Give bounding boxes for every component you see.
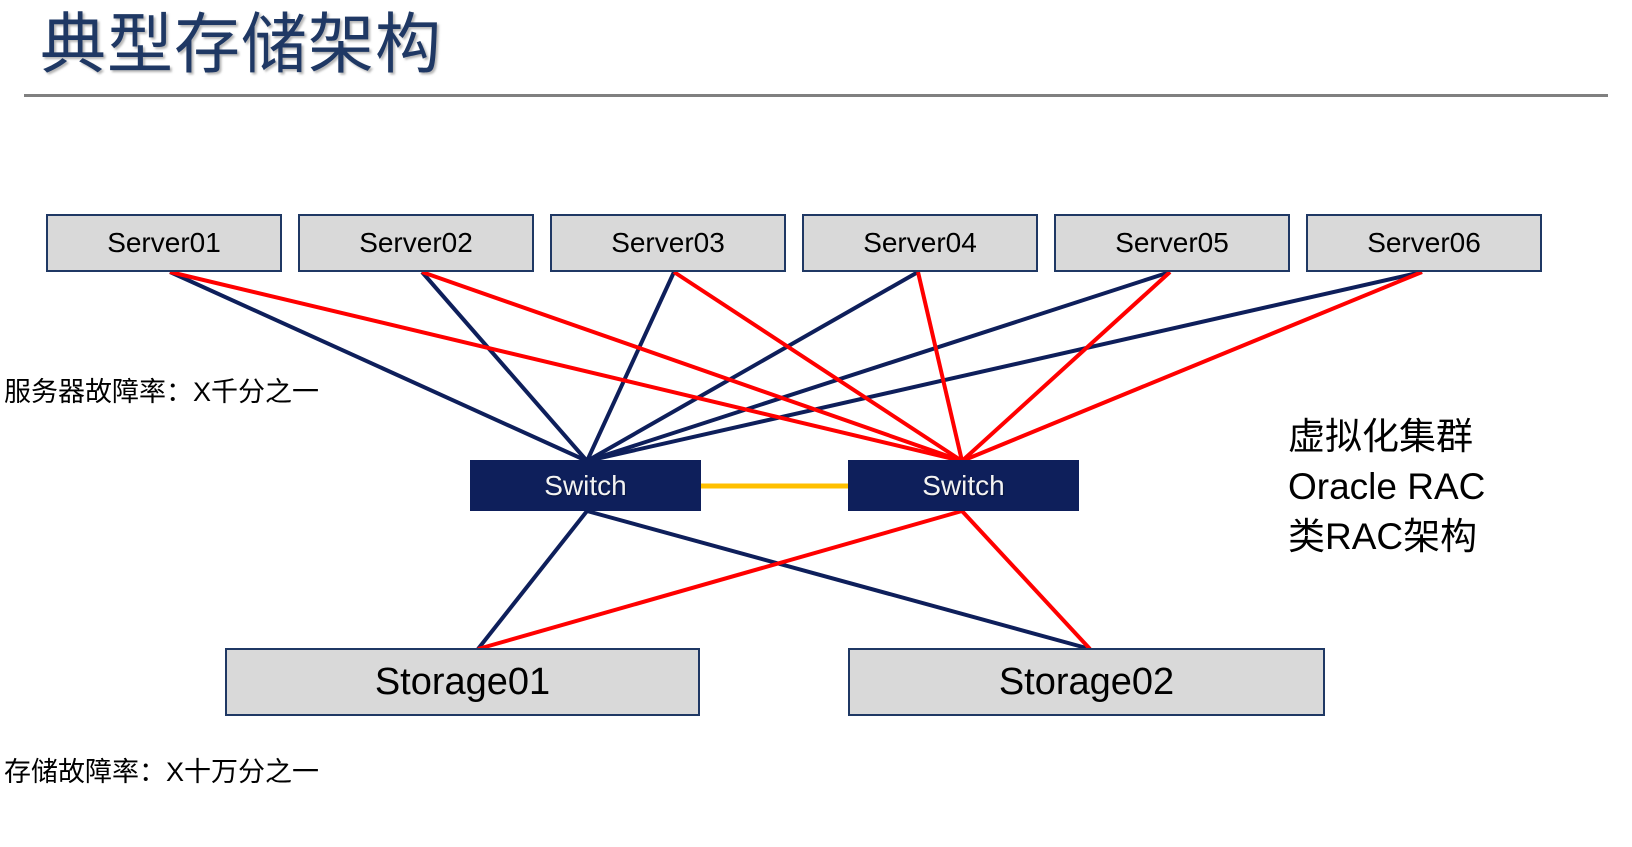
page-title: 典型存储架构 [40,7,442,81]
cluster-line-2: Oracle RAC [1288,466,1486,507]
cluster-line-1: 虚拟化集群 [1288,416,1473,457]
node-server01-label: Server01 [107,227,221,258]
node-server02-label: Server02 [359,227,473,258]
node-storage01[interactable]: Storage01 [225,648,700,716]
storage-failure-rate-label: 存储故障率：X十万分之一 [4,757,320,787]
link-server01-switch2 [169,270,963,463]
link-server03-switch2 [672,270,964,463]
node-storage02[interactable]: Storage02 [848,648,1325,716]
node-switch-01[interactable]: Switch [470,460,701,511]
link-server06-switch1 [586,270,1423,463]
link-server06-switch2 [961,270,1423,463]
link-switch1-storage02 [586,509,1091,651]
cluster-architecture-label: 虚拟化集群 Oracle RAC 类RAC架构 [1288,412,1485,562]
link-server03-switch1 [585,271,676,462]
node-server06-label: Server06 [1367,227,1481,258]
link-server05-switch2 [960,270,1172,463]
server-failure-rate-label: 服务器故障率：X千分之一 [4,377,320,407]
node-switch-01-label: Switch [544,469,627,501]
node-server04-label: Server04 [863,227,977,258]
link-server04-switch2 [916,271,964,462]
node-server01[interactable]: Server01 [46,214,282,272]
node-server06[interactable]: Server06 [1306,214,1542,272]
node-server05[interactable]: Server05 [1054,214,1290,272]
link-server02-switch2 [421,270,963,463]
link-server04-switch1 [586,270,919,463]
link-switch1-storage01 [476,509,589,651]
link-server01-switch1 [169,270,588,463]
node-server03-label: Server03 [611,227,725,258]
cluster-line-3: 类RAC架构 [1288,516,1478,557]
link-server02-switch1 [420,270,589,463]
node-server04[interactable]: Server04 [802,214,1038,272]
link-server05-switch1 [586,270,1171,463]
node-switch-02-label: Switch [922,469,1005,501]
node-server05-label: Server05 [1115,227,1229,258]
node-switch-02[interactable]: Switch [848,460,1079,511]
title-divider [24,94,1608,97]
node-storage01-label: Storage01 [374,660,551,703]
node-server03[interactable]: Server03 [550,214,786,272]
node-server02[interactable]: Server02 [298,214,534,272]
link-switch2-storage02 [960,509,1092,651]
node-storage02-label: Storage02 [998,660,1175,703]
link-switch2-storage01 [477,509,963,651]
